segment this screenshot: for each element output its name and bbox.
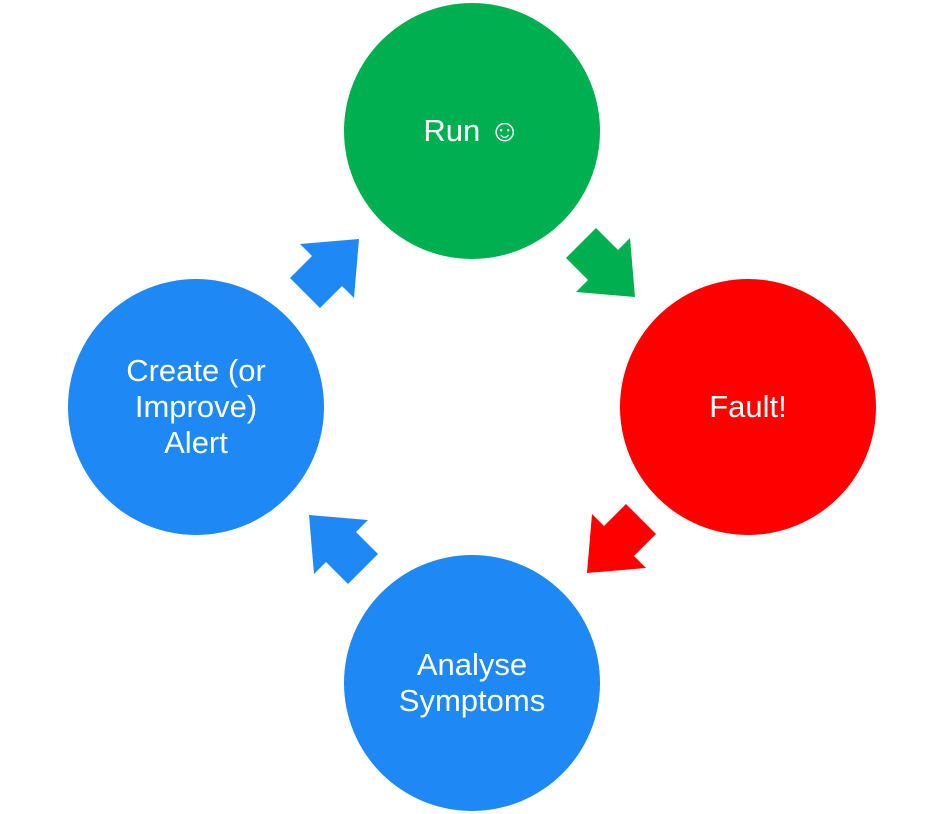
arrow-run-to-fault <box>556 218 646 308</box>
arrow-up-left-icon <box>309 515 378 584</box>
arrow-down-left-icon <box>587 504 656 573</box>
node-run: Run ☺ <box>344 3 600 259</box>
arrow-fault-to-analyse <box>576 494 666 584</box>
node-analyse-symptoms-label: Analyse Symptoms <box>398 647 546 718</box>
node-run-label: Run ☺ <box>423 113 521 148</box>
arrow-up-right-icon <box>290 239 359 308</box>
node-create-alert: Create (or Improve) Alert <box>68 279 324 535</box>
node-fault-label: Fault! <box>709 389 787 424</box>
node-create-alert-label: Create (or Improve) Alert <box>126 353 266 460</box>
arrow-down-right-icon <box>566 228 635 297</box>
arrow-alert-to-run <box>280 228 370 318</box>
arrow-analyse-to-alert <box>298 504 388 594</box>
node-analyse-symptoms: Analyse Symptoms <box>344 555 600 811</box>
node-fault: Fault! <box>620 279 876 535</box>
